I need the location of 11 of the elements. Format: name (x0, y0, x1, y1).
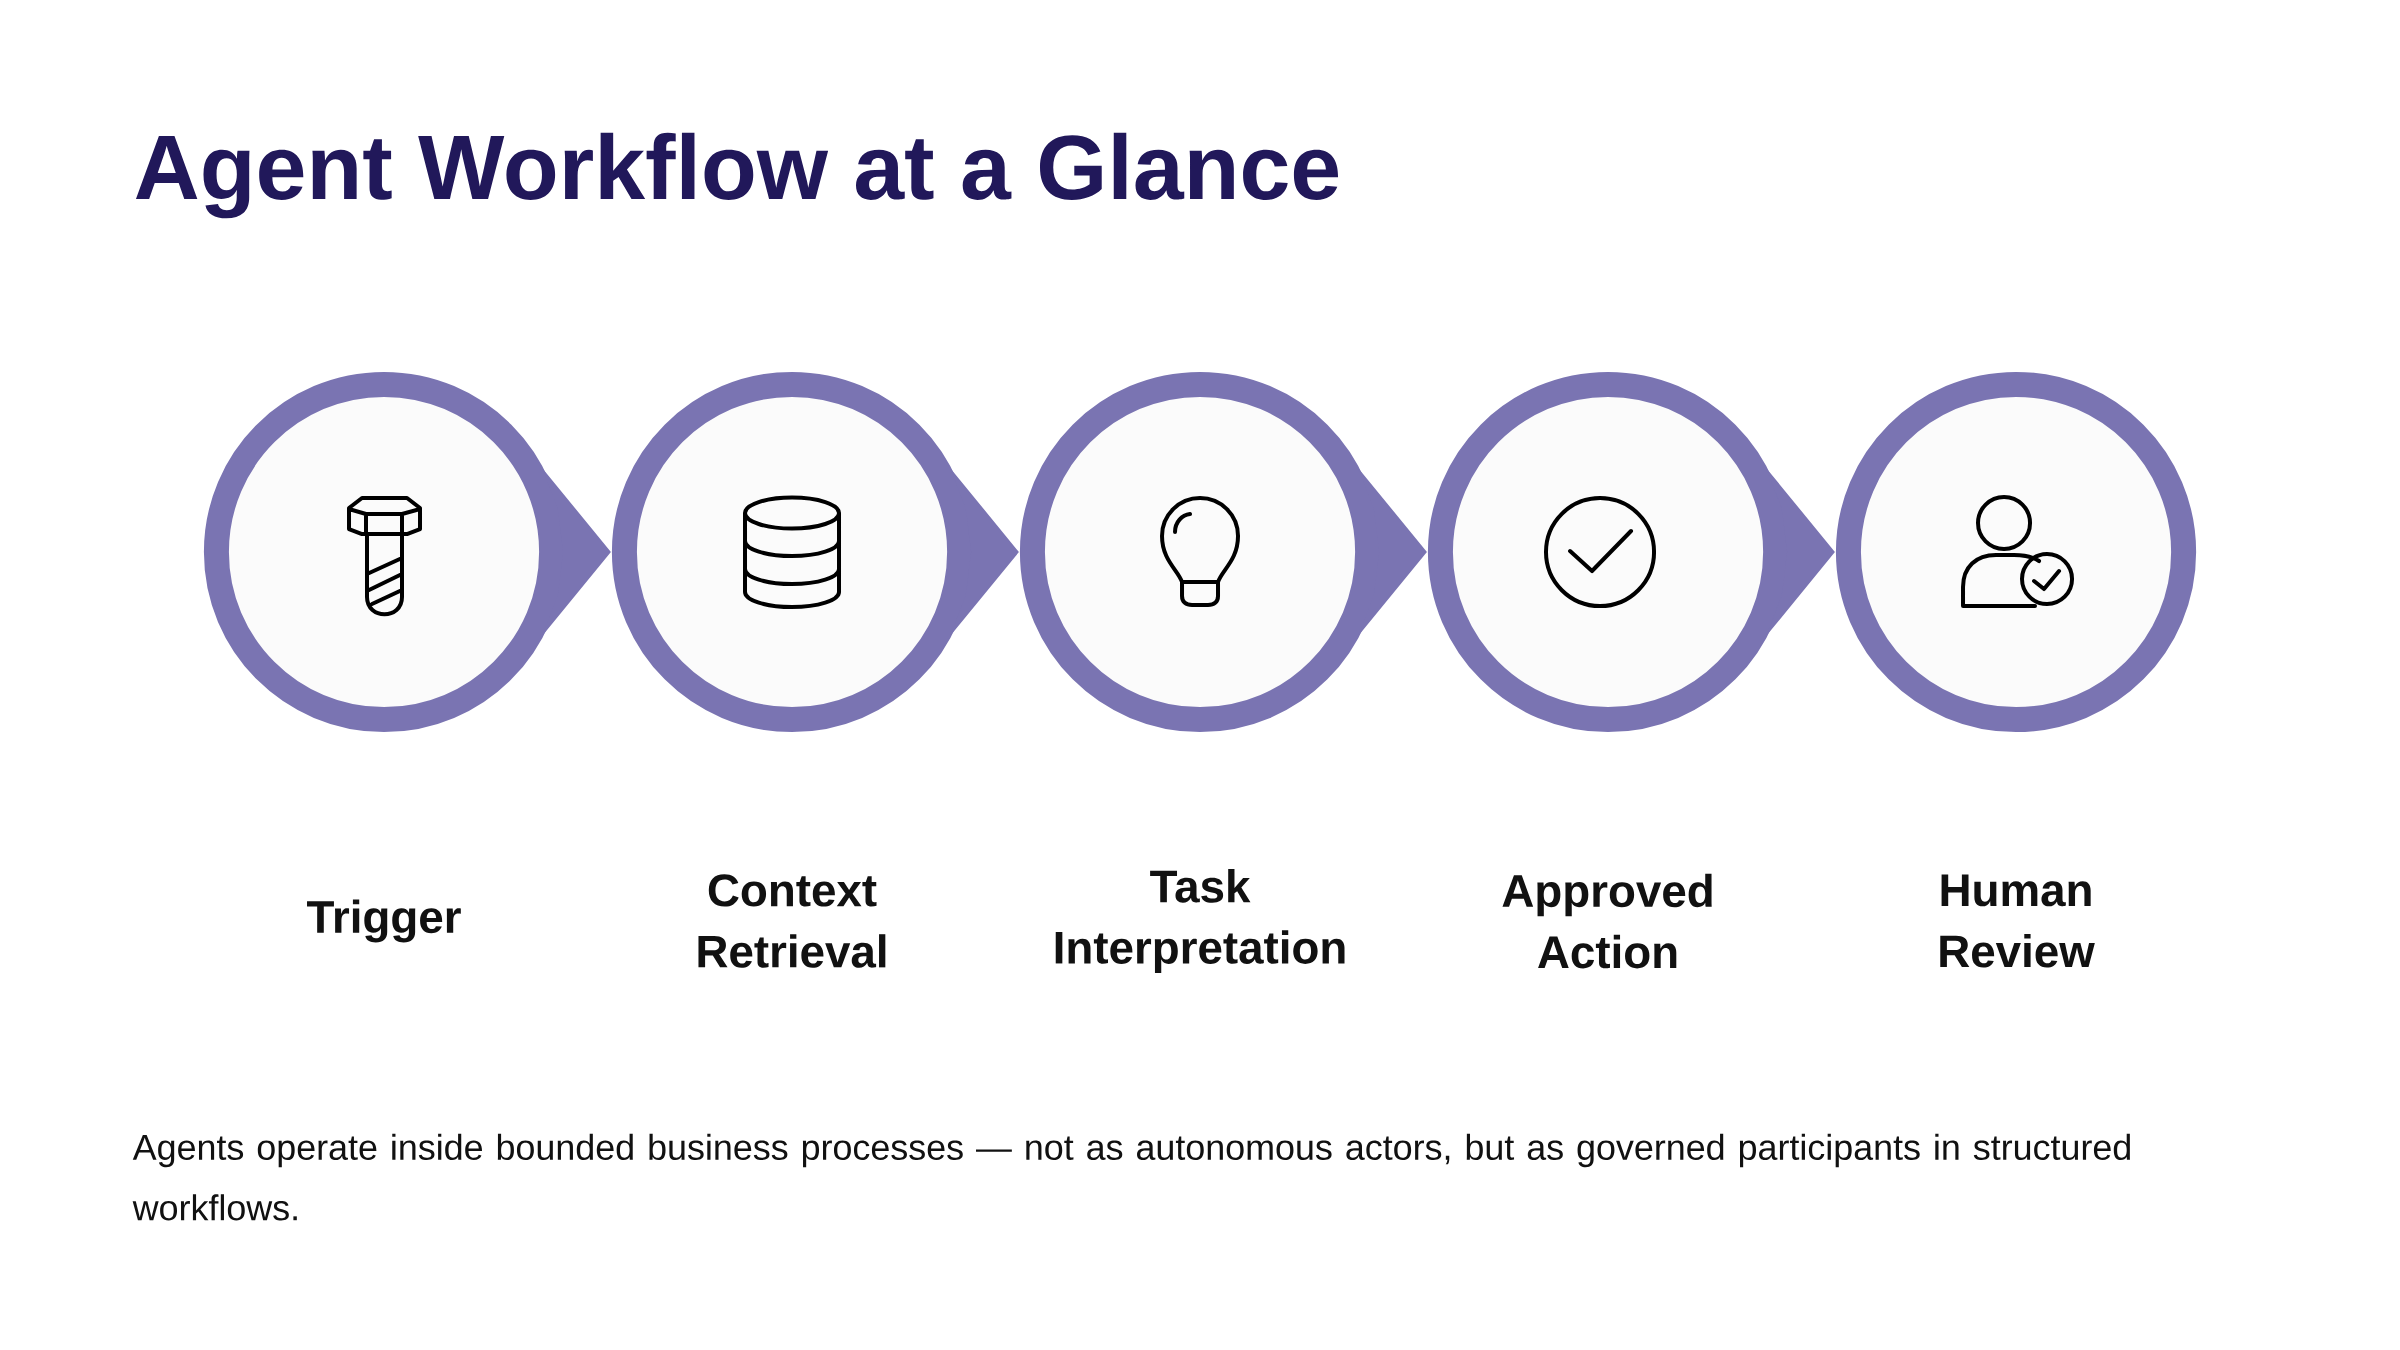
step-label: Context Retrieval (698, 874, 886, 968)
step-label: Approved Action (1502, 873, 1712, 969)
chevron-arrow (1358, 467, 1427, 637)
title: Agent Workflow at a Glance (135, 132, 1339, 219)
step-label: Trigger (307, 899, 461, 943)
chevron-arrow (950, 467, 1019, 637)
step-label: Human Review (1940, 874, 2095, 968)
step-label: Task Interpretation (1055, 869, 1345, 973)
caption: Agents operate inside bounded business processes — not as autonomous actors, but as governed participants in structured workflows. (132, 1133, 2130, 1221)
chevron-arrow (542, 467, 611, 637)
chevron-arrow (1766, 467, 1835, 637)
